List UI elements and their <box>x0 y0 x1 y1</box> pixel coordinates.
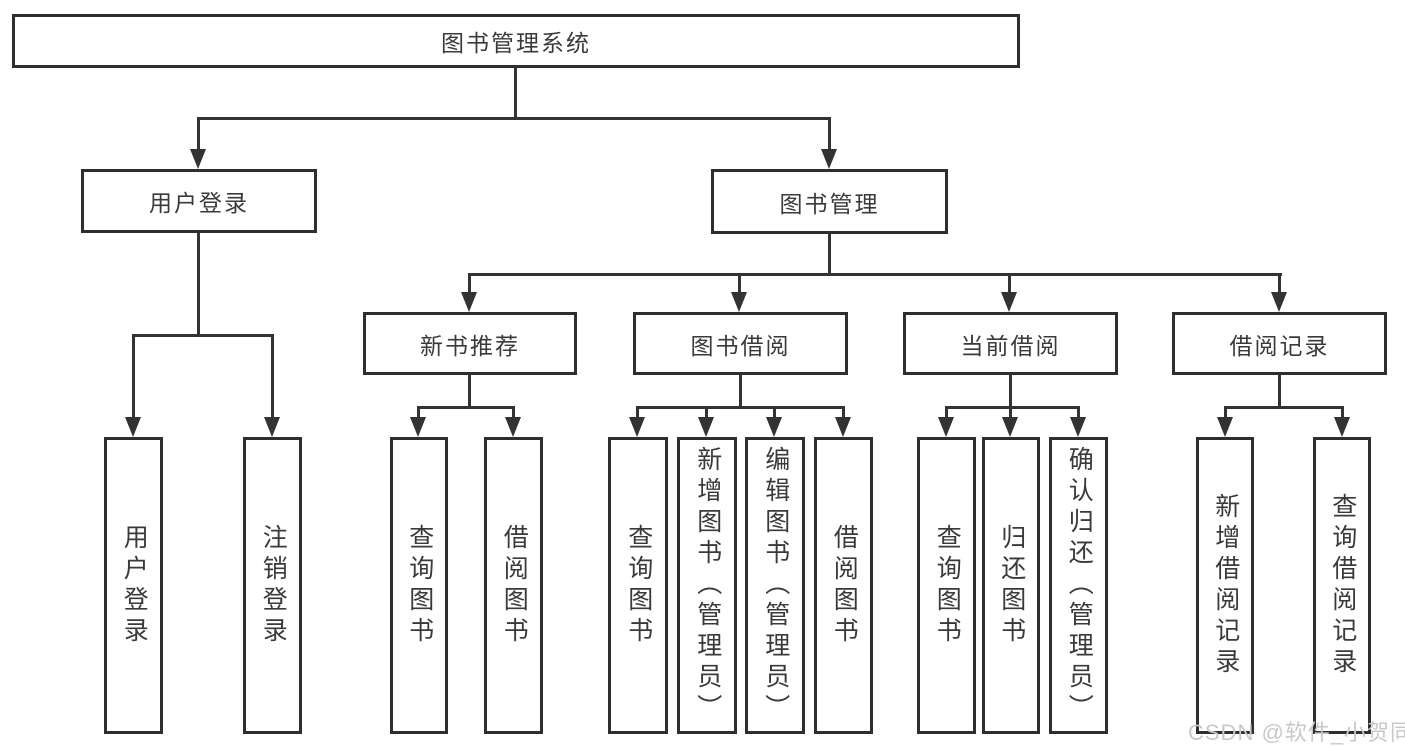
leaf-borrow-books-recommend: 借阅图书 <box>484 437 543 734</box>
arrowhead-return-books <box>1002 417 1018 437</box>
node-current-borrowing-label: 当前借阅 <box>960 332 1061 359</box>
edge-drop-query-books-current <box>945 406 948 420</box>
node-user-login-label: 用户登录 <box>149 190 249 216</box>
leaf-confirm-return-admin-label: 确认归还（管理员） <box>1065 446 1094 725</box>
edge-recommend-rail <box>417 406 515 409</box>
leaf-borrow-books-borrowing-label: 借阅图书 <box>830 523 859 648</box>
edge-root-stub <box>514 67 517 119</box>
edge-drop-add-books-admin <box>705 406 708 420</box>
edge-drop-book-management <box>828 117 831 152</box>
leaf-borrow-books-recommend-label: 借阅图书 <box>500 523 529 648</box>
arrowhead-confirm-return-admin <box>1070 417 1086 437</box>
arrowhead-current-borrowing <box>1001 292 1017 312</box>
leaf-query-books-recommend-label: 查询图书 <box>405 523 434 648</box>
edge-book-management-stub <box>828 234 831 276</box>
leaf-logout: 注销登录 <box>243 437 302 734</box>
node-new-book-recommendation: 新书推荐 <box>363 312 577 375</box>
arrowhead-query-borrow-record <box>1334 417 1350 437</box>
node-root-label: 图书管理系统 <box>441 30 591 56</box>
csdn-watermark: CSDN @软件_小贺同学 <box>1188 720 1405 745</box>
edge-drop-add-borrow-record <box>1224 406 1227 420</box>
edge-drop-user-login-leaf <box>132 334 135 418</box>
leaf-borrow-books-borrowing: 借阅图书 <box>814 437 873 734</box>
arrowhead-user-login-leaf <box>125 417 141 437</box>
node-current-borrowing: 当前借阅 <box>903 312 1118 375</box>
leaf-add-borrow-record-label: 新增借阅记录 <box>1211 492 1240 679</box>
arrowhead-query-books-borrowing <box>629 417 645 437</box>
node-borrowing-records-label: 借阅记录 <box>1229 332 1330 359</box>
edge-drop-book-borrowing <box>738 273 741 295</box>
edge-records-rail <box>1224 406 1344 409</box>
leaf-confirm-return-admin: 确认归还（管理员） <box>1049 437 1108 734</box>
arrowhead-book-management <box>821 149 837 169</box>
arrowhead-new-book-recommendation <box>461 292 477 312</box>
arrowhead-borrow-books-recommend <box>505 417 521 437</box>
arrowhead-logout <box>264 417 280 437</box>
leaf-user-login: 用户登录 <box>104 437 163 734</box>
arrowhead-add-borrow-record <box>1217 417 1233 437</box>
node-book-borrowing: 图书借阅 <box>633 312 848 375</box>
arrowhead-borrowing-records <box>1271 292 1287 312</box>
edge-records-stub <box>1278 375 1281 409</box>
edge-borrowing-stub <box>739 375 742 409</box>
arrowhead-borrow-books-borrowing <box>835 417 851 437</box>
arrowhead-query-books-recommend <box>410 417 426 437</box>
edge-drop-current-borrowing <box>1008 273 1011 295</box>
leaf-return-books-label: 归还图书 <box>997 523 1026 648</box>
node-book-management: 图书管理 <box>711 169 948 234</box>
edge-drop-edit-books-admin <box>773 406 776 420</box>
leaf-add-books-admin-label: 新增图书（管理员） <box>693 446 722 725</box>
edge-borrowing-rail <box>636 406 845 409</box>
edge-drop-confirm-return-admin <box>1077 406 1080 420</box>
leaf-query-books-recommend: 查询图书 <box>390 437 448 734</box>
leaf-query-books-current-label: 查询图书 <box>933 523 962 648</box>
edge-current-rail <box>945 406 1080 409</box>
leaf-add-borrow-record: 新增借阅记录 <box>1196 437 1254 734</box>
leaf-query-books-borrowing-label: 查询图书 <box>624 523 653 648</box>
edge-drop-return-books <box>1009 406 1012 420</box>
node-book-borrowing-label: 图书借阅 <box>690 332 791 359</box>
node-user-login: 用户登录 <box>81 169 317 233</box>
leaf-query-borrow-record: 查询借阅记录 <box>1313 437 1371 734</box>
leaf-user-login-label: 用户登录 <box>120 523 149 648</box>
edge-drop-borrow-books-recommend <box>512 406 515 420</box>
leaf-logout-label: 注销登录 <box>259 523 288 648</box>
arrowhead-query-books-current <box>938 417 954 437</box>
edge-drop-query-borrow-record <box>1341 406 1344 420</box>
leaf-query-books-borrowing: 查询图书 <box>608 437 668 734</box>
edge-current-stub <box>1009 375 1012 409</box>
node-new-book-recommendation-label: 新书推荐 <box>420 332 520 359</box>
edge-drop-new-book-recommendation <box>468 273 471 295</box>
leaf-query-borrow-record-label: 查询借阅记录 <box>1328 492 1357 679</box>
edge-book-management-rail <box>469 273 1282 276</box>
leaf-query-books-current: 查询图书 <box>917 437 976 734</box>
edge-drop-borrowing-records <box>1278 273 1281 295</box>
edge-drop-borrow-books-borrowing <box>842 406 845 420</box>
edge-root-rail <box>197 117 831 120</box>
arrowhead-edit-books-admin <box>766 417 782 437</box>
edge-drop-query-books-borrowing <box>636 406 639 420</box>
leaf-add-books-admin: 新增图书（管理员） <box>677 437 737 734</box>
arrowhead-add-books-admin <box>698 417 714 437</box>
edge-drop-logout <box>271 334 274 418</box>
edge-drop-user-login <box>197 117 200 152</box>
node-borrowing-records: 借阅记录 <box>1172 312 1387 375</box>
node-root: 图书管理系统 <box>12 14 1020 68</box>
edge-drop-query-books-recommend <box>417 406 420 420</box>
arrowhead-user-login <box>190 149 206 169</box>
edge-recommend-stub <box>468 375 471 409</box>
leaf-edit-books-admin-label: 编辑图书（管理员） <box>761 446 790 725</box>
leaf-return-books: 归还图书 <box>982 437 1040 734</box>
leaf-edit-books-admin: 编辑图书（管理员） <box>745 437 805 734</box>
arrowhead-book-borrowing <box>731 292 747 312</box>
edge-user-login-stub <box>197 233 200 337</box>
edge-user-login-rail <box>132 334 274 337</box>
node-book-management-label: 图书管理 <box>779 190 880 217</box>
